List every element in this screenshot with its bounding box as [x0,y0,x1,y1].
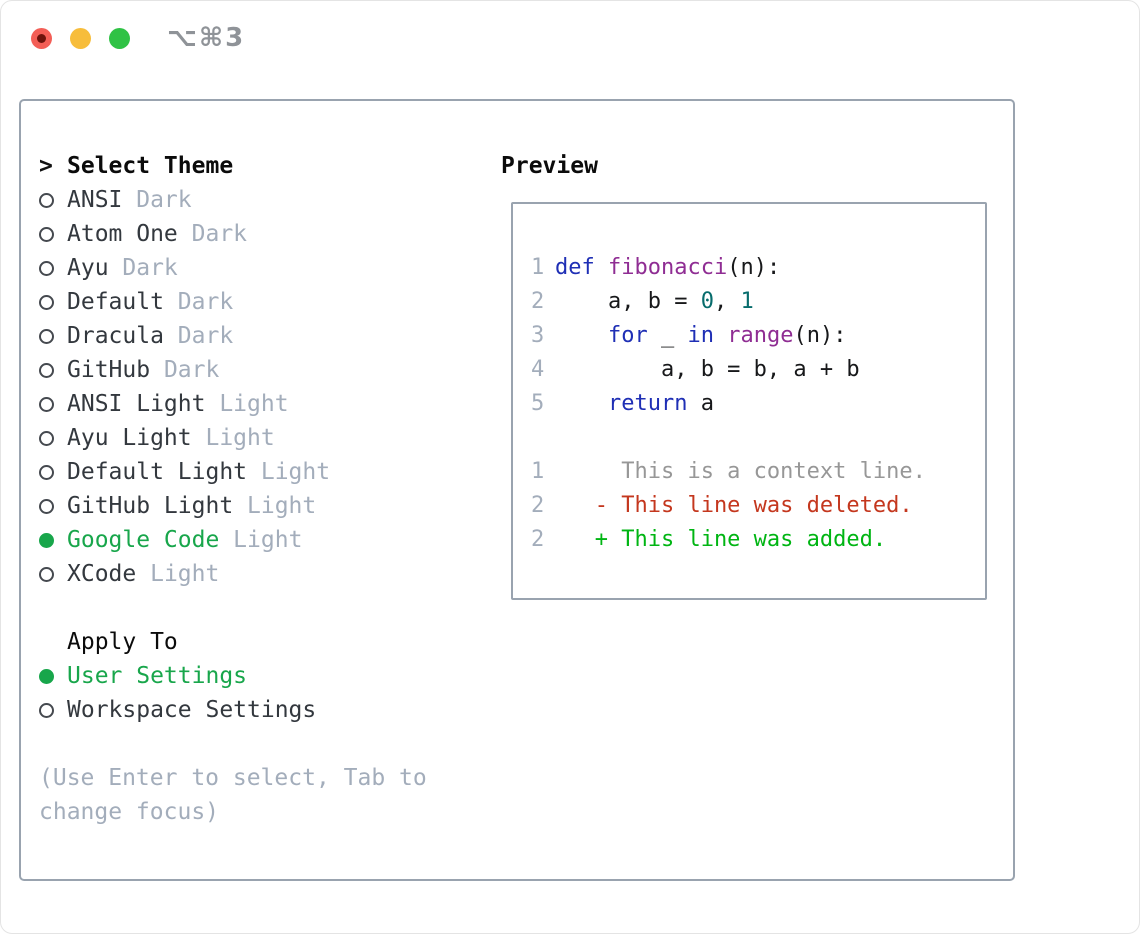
theme-option-atom-one[interactable]: Atom One Dark [39,217,489,251]
theme-option-google-code[interactable]: Google Code Light [39,523,489,557]
theme-variant-tag: Dark [163,323,234,349]
theme-option-github[interactable]: GitHub Dark [39,353,489,387]
help-text: (Use Enter to select, Tab to change focu… [39,765,427,825]
theme-variant-tag: Light [136,561,220,587]
theme-name: Dracula [67,323,164,349]
apply-to-header-row: Apply To [39,625,489,659]
theme-variant-tag: Light [233,493,317,519]
theme-variant-tag: Light [205,391,289,417]
apply-option-workspace-settings[interactable]: Workspace Settings [39,693,489,727]
theme-name: Ayu [67,255,109,281]
window-titlebar: ⌥⌘3 [1,1,1139,77]
radio-selected-icon [39,668,67,684]
close-button[interactable] [31,28,52,49]
radio-selected-icon [39,532,67,548]
window-title: ⌥⌘3 [167,23,246,53]
theme-name: ANSI Light [67,391,206,417]
theme-option-ansi-light[interactable]: ANSI Light Light [39,387,489,421]
code-line [531,421,985,455]
apply-option-user-settings[interactable]: User Settings [39,659,489,693]
theme-option-ansi[interactable]: ANSI Dark [39,183,489,217]
theme-name: Default [67,289,164,315]
theme-variant-tag: Light [191,425,275,451]
theme-variant-tag: Dark [122,187,192,213]
line-number: 2 [531,493,545,518]
code-line: 3 for _ in range(n): [531,319,985,353]
theme-name: Google Code [67,527,220,553]
radio-icon [39,260,67,276]
line-number: 5 [531,391,545,416]
line-number: 1 [531,255,545,280]
radio-icon [39,294,67,310]
radio-icon [39,464,67,480]
radio-icon [39,498,67,514]
theme-name: GitHub [67,357,151,383]
select-theme-header: Select Theme [67,153,234,179]
radio-icon [39,396,67,412]
code-line: 2 - This line was deleted. [531,489,985,523]
spacer [39,591,489,625]
theme-option-default-light[interactable]: Default Light Light [39,455,489,489]
theme-variant-tag: Dark [163,289,234,315]
theme-option-default[interactable]: Default Dark [39,285,489,319]
apply-option-label: Workspace Settings [67,697,317,723]
theme-option-github-light[interactable]: GitHub Light Light [39,489,489,523]
code-line: 2 a, b = 0, 1 [531,285,985,319]
theme-name: XCode [67,561,137,587]
line-number: 3 [531,323,545,348]
theme-option-xcode[interactable]: XCode Light [39,557,489,591]
radio-icon [39,192,67,208]
theme-option-ayu-light[interactable]: Ayu Light Light [39,421,489,455]
theme-variant-tag: Light [219,527,303,553]
apply-option-label: User Settings [67,663,248,689]
radio-icon [39,328,67,344]
radio-icon [39,226,67,242]
apply-to-header: Apply To [67,629,178,655]
theme-variant-tag: Dark [177,221,248,247]
theme-name: ANSI [67,187,123,213]
radio-icon [39,566,67,582]
line-number: 2 [531,289,545,314]
theme-name: Ayu Light [67,425,192,451]
preview-header: Preview [501,153,598,179]
radio-icon [39,430,67,446]
theme-variant-tag: Light [247,459,331,485]
cursor-icon: > [39,153,53,179]
theme-name: Default Light [67,459,248,485]
line-number: 1 [531,459,545,484]
theme-option-dracula[interactable]: Dracula Dark [39,319,489,353]
zoom-button[interactable] [109,28,130,49]
theme-name: GitHub Light [67,493,234,519]
line-number: 4 [531,357,545,382]
code-line: 1 This is a context line. [531,455,985,489]
line-number: 2 [531,527,545,552]
code-line: 4 a, b = b, a + b [531,353,985,387]
theme-variant-tag: Dark [150,357,220,383]
theme-name: Atom One [67,221,178,247]
spacer [39,727,489,761]
select-theme-header-row: > Select Theme [39,149,489,183]
minimize-button[interactable] [70,28,91,49]
radio-icon [39,702,67,718]
code-line: 5 return a [531,387,985,421]
theme-option-ayu[interactable]: Ayu Dark [39,251,489,285]
radio-icon [39,362,67,378]
theme-variant-tag: Dark [108,255,178,281]
code-line: 2 + This line was added. [531,523,985,557]
